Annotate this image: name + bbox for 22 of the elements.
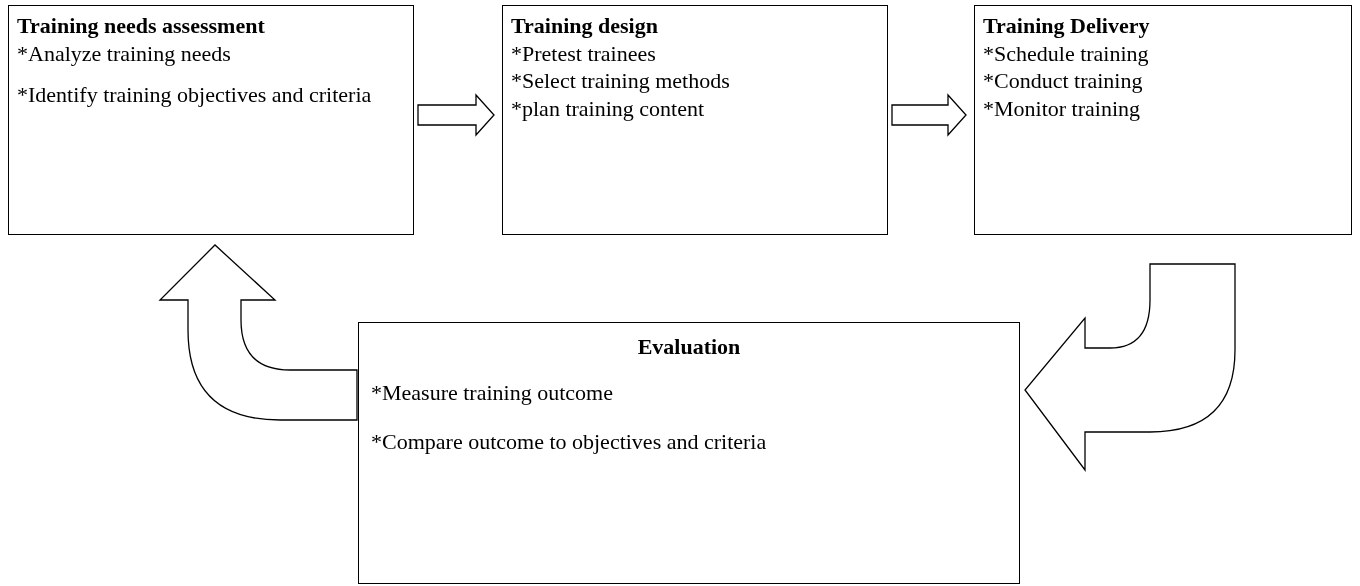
bullet-text: *Identify training objectives and criteria bbox=[17, 81, 373, 109]
block-arrow bbox=[417, 93, 495, 137]
box-heading: Training design bbox=[511, 12, 659, 40]
bullet-text: *Measure training outcome bbox=[371, 378, 614, 406]
box-heading: Training needs assessment bbox=[17, 12, 266, 40]
box-heading: Evaluation bbox=[636, 333, 742, 361]
process-box bbox=[974, 5, 1352, 235]
block-arrow bbox=[159, 244, 358, 421]
bullet-text: *Analyze training needs bbox=[17, 39, 232, 67]
bullet-text: *Conduct training bbox=[983, 67, 1144, 95]
bullet-text: *Pretest trainees bbox=[511, 39, 657, 67]
process-box bbox=[358, 322, 1020, 584]
box-heading: Training Delivery bbox=[983, 12, 1151, 40]
block-arrow bbox=[891, 93, 967, 137]
bullet-text: *Compare outcome to objectives and criteria bbox=[371, 428, 768, 456]
bullet-text: *Monitor training bbox=[983, 94, 1142, 122]
bullet-text: *Select training methods bbox=[511, 67, 731, 95]
block-arrow bbox=[1024, 263, 1236, 471]
bullet-text: *plan training content bbox=[511, 94, 706, 122]
process-box bbox=[8, 5, 414, 235]
process-box bbox=[502, 5, 888, 235]
bullet-text: *Schedule training bbox=[983, 39, 1150, 67]
